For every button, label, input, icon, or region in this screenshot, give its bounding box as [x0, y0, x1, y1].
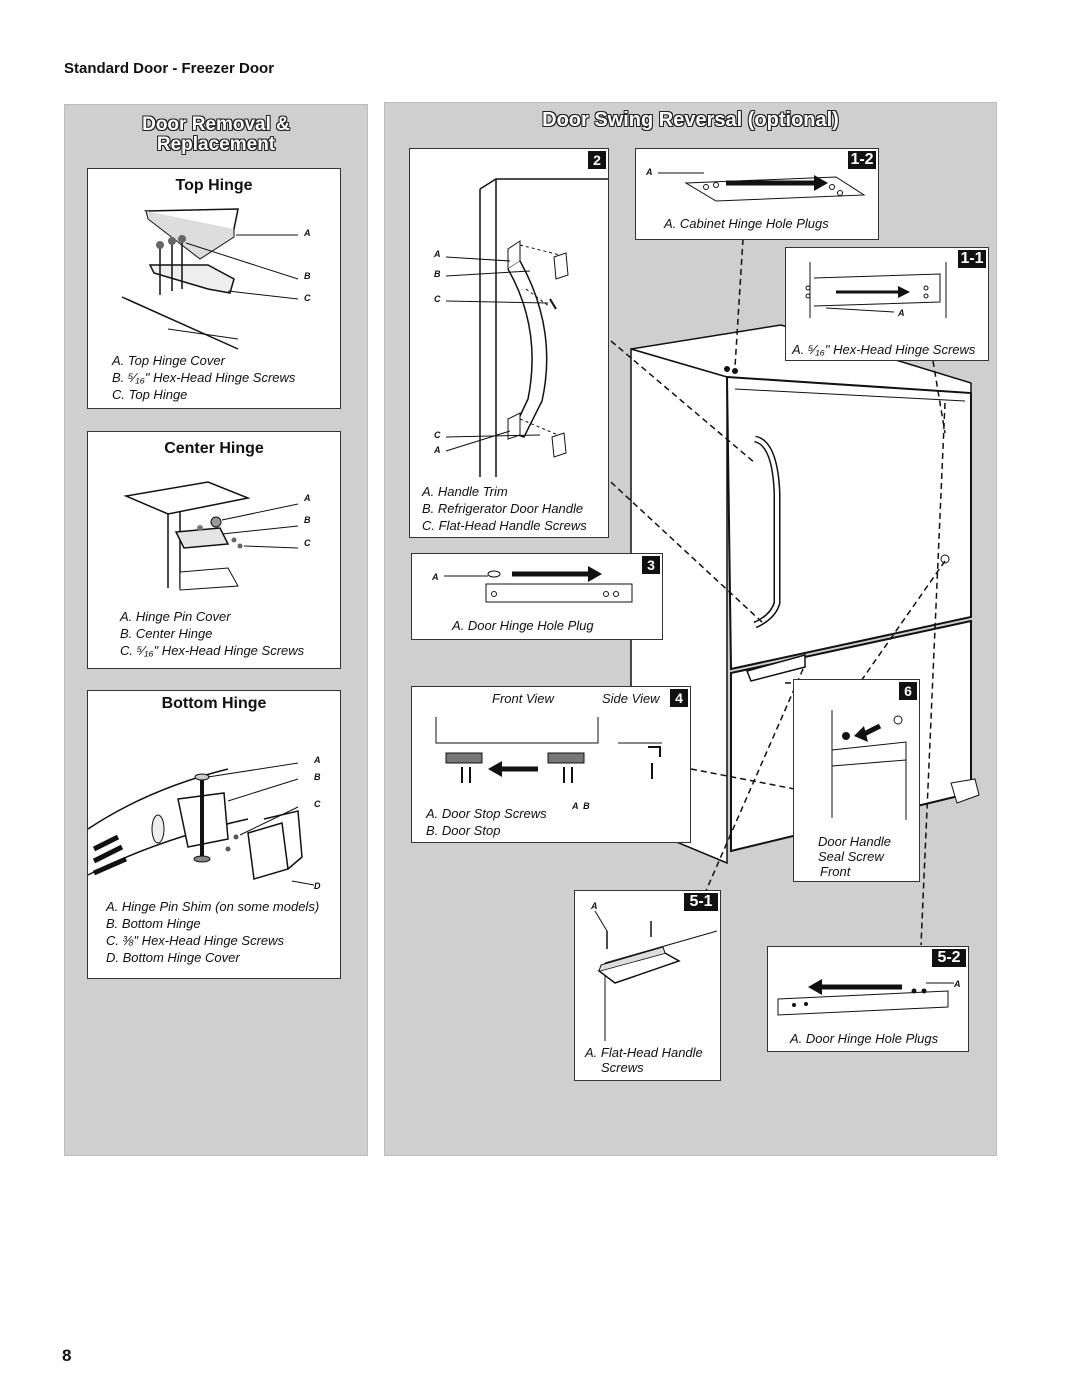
step-6-tag: 6	[899, 682, 917, 700]
legend-item: A. Handle Trim	[422, 484, 508, 499]
legend-item: C. Top Hinge	[112, 387, 188, 402]
step-2-tag: 2	[588, 151, 606, 169]
door-removal-panel: Door Removal & Replacement Top Hinge A B…	[64, 104, 368, 1156]
page-number: 8	[62, 1346, 72, 1365]
step-5-2-tag: 5-2	[932, 949, 966, 967]
step-1-2-box: 1-2 A A. Cabinet Hinge Hole Plugs	[635, 148, 879, 240]
cabinet-hinge-screws-illustration	[805, 262, 947, 318]
legend-item: B. Bottom Hinge	[106, 916, 201, 931]
handle-seal-screw-illustration	[831, 710, 907, 820]
caption-line: Seal Screw	[818, 849, 884, 864]
bottom-hinge-label-a: A	[314, 755, 321, 765]
door-stop-illustration	[435, 717, 662, 783]
step-2-label-a2: A	[434, 445, 441, 455]
bottom-hinge-illustration	[87, 762, 315, 886]
handle-screws-illustration	[594, 910, 718, 1041]
legend-item: A. Hinge Pin Cover	[120, 609, 231, 624]
step-1-1-box: 1-1 A A. ⁵⁄₁₆" Hex-Head Hinge Screws	[785, 247, 989, 361]
door-removal-title-line1: Door Removal &	[142, 114, 290, 135]
caption-line: A. Flat-Head Handle	[585, 1045, 703, 1060]
step-5-1-box: 5-1 A A. Flat-Head Handle Screws	[574, 890, 721, 1081]
legend-item: C. ⅜" Hex-Head Hinge Screws	[106, 933, 285, 948]
bottom-hinge-box: Bottom Hinge A B C D A.	[87, 690, 341, 979]
step-5-1-caption: A. Flat-Head Handle Screws	[585, 1045, 703, 1075]
center-hinge-title: Center Hinge	[164, 440, 264, 457]
top-hinge-box: Top Hinge A B C A. Top Hinge Cover B. ⁵⁄…	[87, 168, 341, 409]
legend-item: B. Center Hinge	[120, 626, 213, 641]
legend-item: A. Door Stop Screws	[426, 806, 547, 821]
center-hinge-illustration	[123, 481, 299, 591]
legend-item: A. Hinge Pin Shim (on some models)	[106, 899, 320, 914]
step-5-2-label-a: A	[954, 979, 961, 989]
door-removal-title-line2: Replacement	[156, 134, 276, 155]
step-4-front-view: Front View	[492, 691, 554, 706]
step-4-tag: 4	[670, 689, 688, 707]
step-1-1-label-a: A	[898, 308, 905, 318]
step-6-box: 6 Door Handle Seal Screw Front	[793, 679, 920, 882]
center-hinge-box: Center Hinge A B C A. Hinge Pin Cover B.…	[87, 431, 341, 669]
legend-item: A. Top Hinge Cover	[112, 353, 225, 368]
bottom-hinge-legend: A. Hinge Pin Shim (on some models) B. Bo…	[106, 898, 319, 966]
door-swing-title: Door Swing Reversal (optional)	[542, 109, 839, 131]
door-hinge-plug-illustration	[444, 566, 633, 603]
step-4-labels: A B	[572, 801, 590, 811]
caption-line: Screws	[601, 1060, 644, 1075]
top-hinge-label-b: B	[304, 271, 311, 281]
caption-line: Front	[820, 864, 851, 879]
legend-item: B. Refrigerator Door Handle	[422, 501, 584, 516]
step-5-2-caption: A. Door Hinge Hole Plugs	[790, 1031, 939, 1046]
door-swing-panel: Door Swing Reversal (optional)	[384, 102, 997, 1156]
step-1-2-label-a: A	[646, 167, 653, 177]
legend-item: C. ⁵⁄₁₆" Hex-Head Hinge Screws	[120, 643, 305, 658]
center-hinge-label-a: A	[304, 493, 311, 503]
step-2-label-c2: C	[434, 430, 441, 440]
step-1-2-caption: A. Cabinet Hinge Hole Plugs	[664, 216, 829, 231]
step-3-tag: 3	[642, 556, 660, 574]
door-handle-illustration	[445, 178, 608, 477]
legend-item: D. Bottom Hinge Cover	[106, 950, 240, 965]
bottom-hinge-title: Bottom Hinge	[161, 695, 267, 712]
step-1-1-caption: A. ⁵⁄₁₆" Hex-Head Hinge Screws	[792, 342, 976, 357]
step-4-legend: A. Door Stop Screws B. Door Stop	[426, 805, 547, 839]
legend-item: C. Flat-Head Handle Screws	[422, 518, 587, 533]
step-6-caption: Door Handle Seal Screw Front	[818, 834, 891, 879]
step-5-2-box: 5-2 A A. Door Hinge Hole Plugs	[767, 946, 969, 1052]
legend-item: B. Door Stop	[426, 823, 501, 838]
step-4-box: 4 Front View Side View A B A. Door Stop …	[411, 686, 691, 843]
cabinet-plugs-illustration	[658, 172, 866, 202]
step-5-1-tag: 5-1	[684, 893, 718, 911]
door-hinge-plugs-illustration	[777, 979, 954, 1016]
legend-item: B. ⁵⁄₁₆" Hex-Head Hinge Screws	[112, 370, 296, 385]
step-3-label-a: A	[432, 572, 439, 582]
top-hinge-title: Top Hinge	[175, 177, 253, 194]
step-2-legend: A. Handle Trim B. Refrigerator Door Hand…	[422, 483, 587, 534]
bottom-hinge-label-c: C	[314, 799, 321, 809]
step-2-box: 2 A B C C A A. Handl	[409, 148, 609, 538]
section-title: Standard Door - Freezer Door	[64, 60, 275, 77]
caption-line: Door Handle	[818, 834, 891, 849]
top-hinge-illustration	[121, 208, 299, 350]
center-hinge-label-b: B	[304, 515, 311, 525]
step-1-1-tag: 1-1	[958, 250, 986, 268]
bottom-hinge-label-d: D	[314, 881, 321, 891]
step-2-label-a: A	[434, 249, 441, 259]
bottom-hinge-label-b: B	[314, 772, 321, 782]
step-1-2-tag: 1-2	[848, 151, 876, 169]
center-hinge-label-c: C	[304, 538, 311, 548]
center-hinge-legend: A. Hinge Pin Cover B. Center Hinge C. ⁵⁄…	[120, 608, 304, 659]
step-2-label-b: B	[434, 269, 441, 279]
top-hinge-label-c: C	[304, 293, 311, 303]
step-3-caption: A. Door Hinge Hole Plug	[452, 618, 594, 633]
step-4-side-view: Side View	[602, 691, 660, 706]
step-2-label-c: C	[434, 294, 441, 304]
step-5-1-label-a: A	[591, 901, 598, 911]
door-removal-title: Door Removal & Replacement	[65, 115, 367, 155]
top-hinge-label-a: A	[304, 228, 311, 238]
top-hinge-legend: A. Top Hinge Cover B. ⁵⁄₁₆" Hex-Head Hin…	[112, 352, 295, 403]
step-3-box: 3 A A. Door Hinge Hole Plug	[411, 553, 663, 640]
